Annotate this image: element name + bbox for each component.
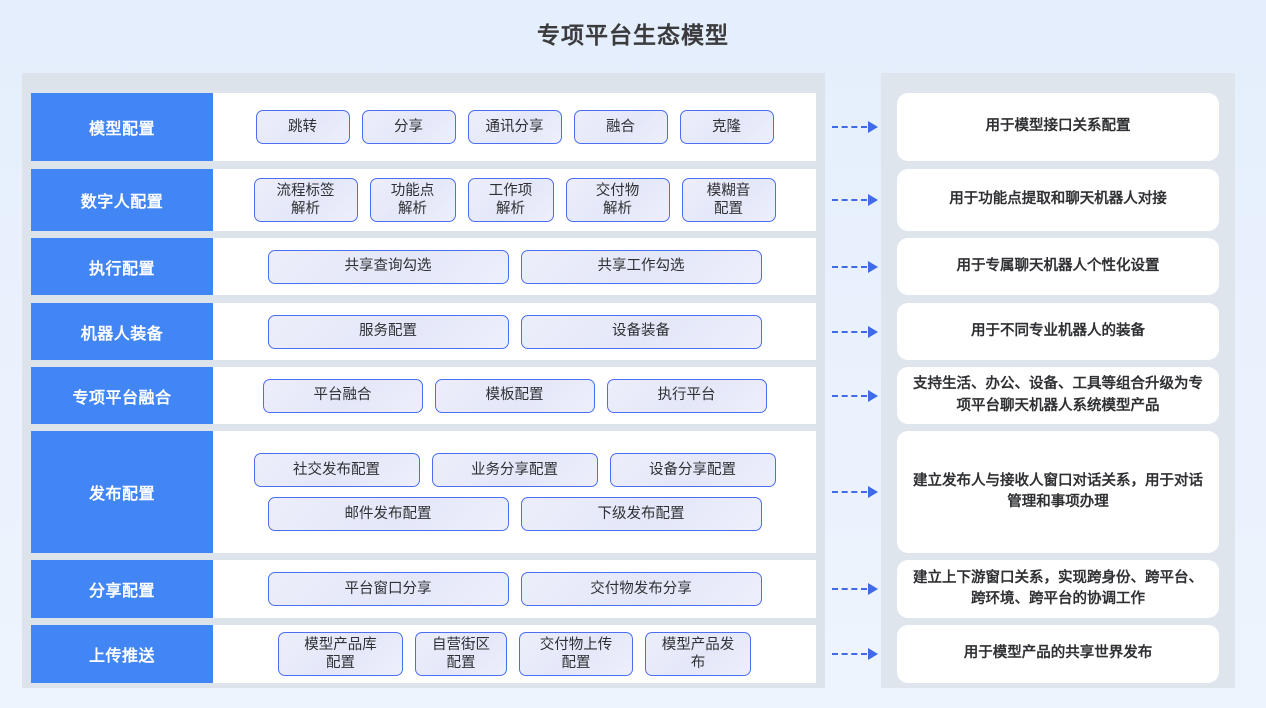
pill-button[interactable]: 流程标签 解析: [253, 178, 358, 222]
row-items: 跳转分享通讯分享融合克隆: [213, 93, 816, 161]
pill-button[interactable]: 设备分享配置: [609, 453, 776, 487]
pill-line: 流程标签 解析功能点 解析工作项 解析交付物 解析模糊音 配置: [223, 178, 806, 222]
pill-button[interactable]: 功能点 解析: [369, 178, 456, 222]
pill-button[interactable]: 分享: [361, 110, 456, 144]
matrix-row: 数字人配置流程标签 解析功能点 解析工作项 解析交付物 解析模糊音 配置: [31, 169, 816, 231]
pill-line: 服务配置设备装备: [223, 314, 806, 349]
dashed-arrow-right-icon: [832, 121, 878, 133]
row-items: 共享查询勾选共享工作勾选: [213, 238, 816, 295]
row-label-2[interactable]: 数字人配置: [31, 169, 213, 231]
row-label-6[interactable]: 发布配置: [31, 431, 213, 553]
pill-button[interactable]: 平台窗口分享: [267, 572, 509, 606]
pill-button[interactable]: 业务分享配置: [431, 453, 598, 487]
pill-button[interactable]: 模板配置: [434, 378, 595, 413]
pill-button[interactable]: 社交发布配置: [253, 453, 420, 487]
note-card[interactable]: 建立发布人与接收人窗口对话关系，用于对话管理和事项办理: [897, 431, 1219, 553]
dashed-arrow-right-icon: [832, 389, 878, 402]
row-label-4[interactable]: 机器人装备: [31, 303, 213, 360]
pill-button[interactable]: 服务配置: [267, 314, 509, 349]
note-card[interactable]: 用于模型产品的共享世界发布: [897, 625, 1219, 683]
matrix-row: 专项平台融合平台融合模板配置执行平台: [31, 367, 816, 424]
pill-button[interactable]: 邮件发布配置: [267, 497, 509, 531]
note-card[interactable]: 建立上下游窗口关系，实现跨身份、跨平台、跨环境、跨平台的协调工作: [897, 560, 1219, 618]
pill-button[interactable]: 模型产品发 布: [645, 632, 751, 676]
left-matrix-panel: 模型配置跳转分享通讯分享融合克隆数字人配置流程标签 解析功能点 解析工作项 解析…: [22, 73, 825, 688]
pill-line: 共享查询勾选共享工作勾选: [223, 249, 806, 284]
dashed-arrow-right-icon: [832, 583, 878, 595]
note-card[interactable]: 用于专属聊天机器人个性化设置: [897, 238, 1219, 295]
note-card[interactable]: 用于不同专业机器人的装备: [897, 303, 1219, 360]
row-label-8[interactable]: 上传推送: [31, 625, 213, 683]
dashed-arrow-right-icon: [832, 486, 878, 498]
row-items: 平台融合模板配置执行平台: [213, 367, 816, 424]
page-title: 专项平台生态模型: [537, 22, 729, 48]
note-card[interactable]: 支持生活、办公、设备、工具等组合升级为专项平台聊天机器人系统模型产品: [897, 367, 1219, 424]
pill-line: 邮件发布配置下级发布配置: [223, 497, 806, 531]
dashed-arrow-right-icon: [832, 325, 878, 338]
pill-line: 平台窗口分享交付物发布分享: [223, 572, 806, 606]
matrix-row: 分享配置平台窗口分享交付物发布分享: [31, 560, 816, 618]
row-items: 流程标签 解析功能点 解析工作项 解析交付物 解析模糊音 配置: [213, 169, 816, 231]
pill-line: 社交发布配置业务分享配置设备分享配置: [223, 453, 806, 487]
matrix-rows: 模型配置跳转分享通讯分享融合克隆数字人配置流程标签 解析功能点 解析工作项 解析…: [22, 73, 825, 688]
row-items: 模型产品库 配置自营街区 配置交付物上传 配置模型产品发 布: [213, 625, 816, 683]
note-card[interactable]: 用于模型接口关系配置: [897, 93, 1219, 161]
dashed-arrow-right-icon: [832, 648, 878, 660]
pill-button[interactable]: 融合: [573, 110, 668, 144]
pill-button[interactable]: 交付物发布分享: [520, 572, 762, 606]
note-card[interactable]: 用于功能点提取和聊天机器人对接: [897, 169, 1219, 231]
row-items: 服务配置设备装备: [213, 303, 816, 360]
pill-button[interactable]: 通讯分享: [467, 110, 562, 144]
pill-button[interactable]: 共享查询勾选: [267, 249, 509, 284]
pill-button[interactable]: 下级发布配置: [520, 497, 762, 531]
matrix-row: 执行配置共享查询勾选共享工作勾选: [31, 238, 816, 295]
right-notes-panel: 用于模型接口关系配置用于功能点提取和聊天机器人对接用于专属聊天机器人个性化设置用…: [881, 73, 1235, 688]
pill-button[interactable]: 执行平台: [606, 378, 767, 413]
pill-button[interactable]: 模糊音 配置: [681, 178, 776, 222]
pill-line: 跳转分享通讯分享融合克隆: [223, 110, 806, 144]
pill-button[interactable]: 平台融合: [262, 378, 423, 413]
row-label-1[interactable]: 模型配置: [31, 93, 213, 161]
pill-button[interactable]: 设备装备: [520, 314, 762, 349]
pill-button[interactable]: 交付物 解析: [565, 178, 670, 222]
pill-line: 模型产品库 配置自营街区 配置交付物上传 配置模型产品发 布: [223, 632, 806, 676]
note-cards: 用于模型接口关系配置用于功能点提取和聊天机器人对接用于专属聊天机器人个性化设置用…: [881, 73, 1235, 688]
pill-button[interactable]: 自营街区 配置: [415, 632, 507, 676]
pill-button[interactable]: 克隆: [679, 110, 774, 144]
row-items: 平台窗口分享交付物发布分享: [213, 560, 816, 618]
matrix-row: 发布配置社交发布配置业务分享配置设备分享配置邮件发布配置下级发布配置: [31, 431, 816, 553]
row-label-3[interactable]: 执行配置: [31, 238, 213, 295]
dashed-arrow-right-icon: [832, 194, 878, 206]
matrix-row: 上传推送模型产品库 配置自营街区 配置交付物上传 配置模型产品发 布: [31, 625, 816, 683]
matrix-row: 机器人装备服务配置设备装备: [31, 303, 816, 360]
row-label-5[interactable]: 专项平台融合: [31, 367, 213, 424]
pill-button[interactable]: 共享工作勾选: [520, 249, 762, 284]
row-items: 社交发布配置业务分享配置设备分享配置邮件发布配置下级发布配置: [213, 431, 816, 553]
matrix-row: 模型配置跳转分享通讯分享融合克隆: [31, 93, 816, 161]
pill-button[interactable]: 跳转: [255, 110, 350, 144]
row-label-7[interactable]: 分享配置: [31, 560, 213, 618]
dashed-arrow-right-icon: [832, 260, 878, 273]
pill-button[interactable]: 工作项 解析: [467, 178, 554, 222]
pill-line: 平台融合模板配置执行平台: [223, 378, 806, 413]
pill-button[interactable]: 交付物上传 配置: [519, 632, 633, 676]
pill-button[interactable]: 模型产品库 配置: [278, 632, 403, 676]
